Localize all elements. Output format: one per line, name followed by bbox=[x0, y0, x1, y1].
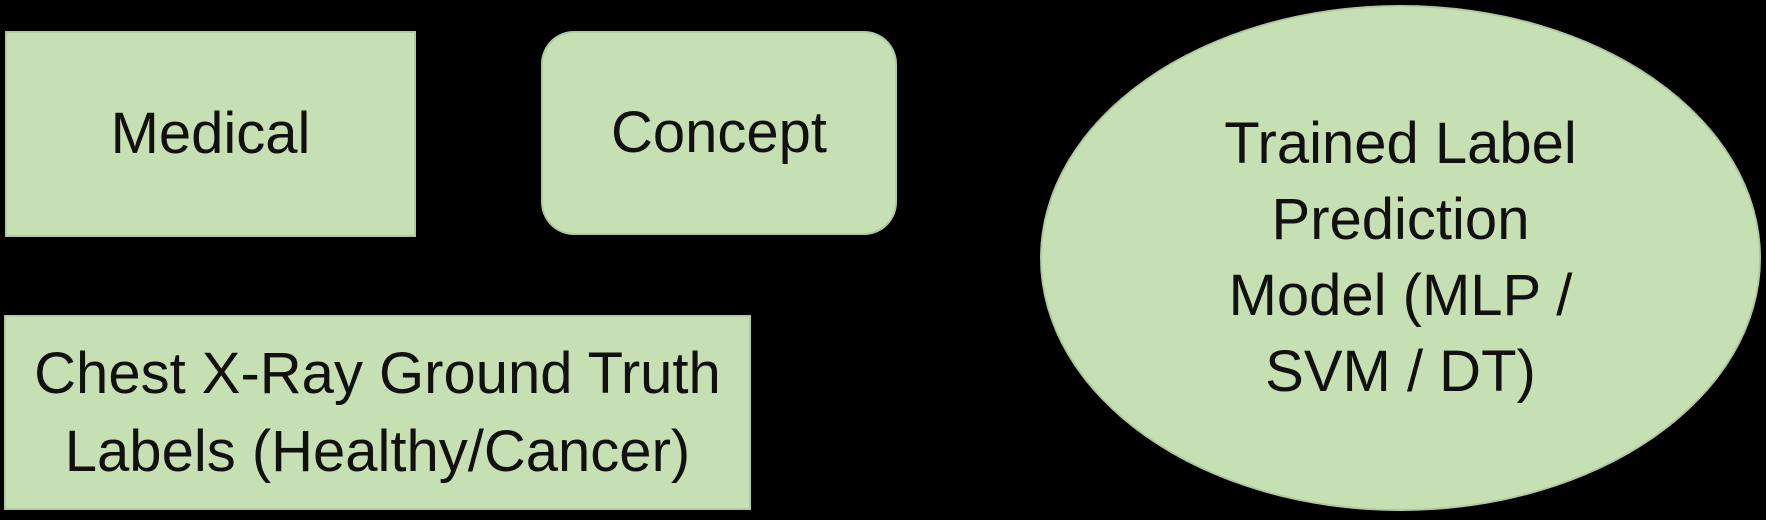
node-trained-label-prediction-model: Trained Label Prediction Model (MLP / SV… bbox=[1040, 5, 1761, 511]
node-trained-label-prediction-model-label: Trained Label Prediction Model (MLP / SV… bbox=[1224, 111, 1577, 404]
node-concept: Concept bbox=[541, 31, 897, 235]
node-medical: Medical bbox=[5, 31, 416, 237]
node-chest-xray-ground-truth-labels: Chest X-Ray Ground Truth Labels (Healthy… bbox=[4, 315, 751, 510]
node-concept-label: Concept bbox=[610, 100, 828, 165]
node-medical-label: Medical bbox=[110, 101, 311, 166]
node-chest-xray-ground-truth-labels-label: Chest X-Ray Ground Truth Labels (Healthy… bbox=[34, 340, 721, 484]
